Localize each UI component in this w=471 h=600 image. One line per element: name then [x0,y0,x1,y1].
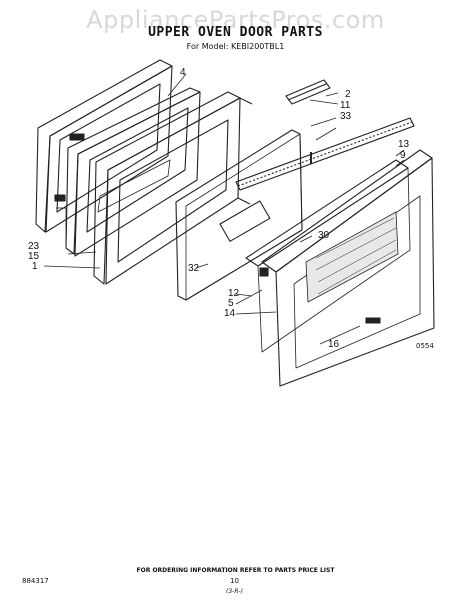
frame-clip-2 [54,194,66,202]
callout-2: 2 [345,89,351,100]
door-handle-clip [365,317,381,324]
model-subtitle: For Model: KEBI200TBL1 [186,42,285,51]
callout-14: 14 [224,308,236,319]
callout-33: 33 [340,111,352,122]
callout-11: 11 [340,100,351,111]
reference-code: 0554 [416,342,434,350]
callout-5: 5 [228,298,234,309]
rear-door-frame [35,59,173,233]
callout-30: 30 [318,230,330,241]
inner-door-frame [93,91,253,285]
outer-door-glass [245,159,411,353]
window-mesh [305,211,399,303]
door-liner-panel [65,87,201,257]
callout-15: 15 [28,251,40,262]
callout-32: 32 [188,263,200,274]
signature: (3-R-) [226,588,243,595]
callout-13: 13 [398,139,410,150]
watermark: AppliancePartsPros.com [86,6,385,34]
callout-4: 4 [180,67,186,78]
leader-lines [43,73,405,345]
page-number: 10 [230,577,239,585]
door-handle-part [285,79,331,105]
inner-glass-panel [175,129,303,301]
callout-12: 12 [228,288,240,299]
callout-1: 1 [32,261,38,272]
ordering-note: FOR ORDERING INFORMATION REFER TO PARTS … [136,567,335,574]
frame-clip [69,133,85,141]
document-number: 884317 [22,577,49,585]
outer-door-panel [259,149,435,387]
callout-9: 9 [400,150,406,161]
page-title: UPPER OVEN DOOR PARTS [148,25,323,40]
glass-cutout [219,200,271,242]
callout-16: 16 [328,339,340,350]
callout-23: 23 [28,241,40,252]
top-trim-rail [235,117,415,191]
hinge-clip [259,267,269,277]
